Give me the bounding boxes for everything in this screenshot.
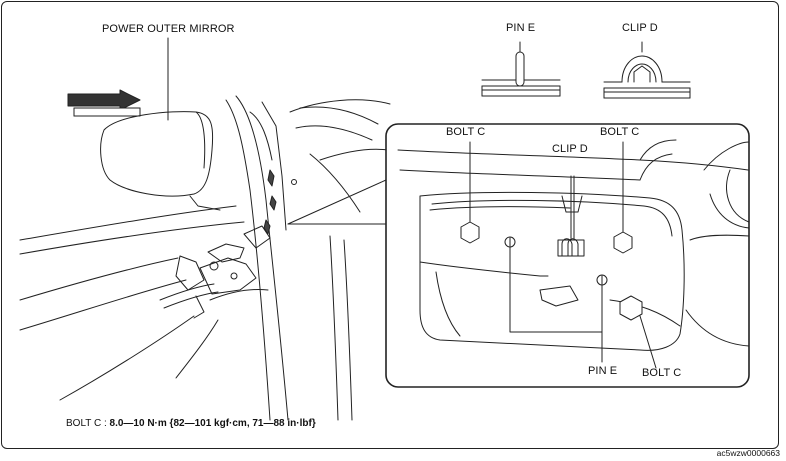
front-arrow-icon bbox=[67, 89, 141, 117]
label-clip-d-detail: CLIP D bbox=[552, 143, 588, 155]
label-power-outer-mirror: POWER OUTER MIRROR bbox=[102, 23, 235, 35]
detail-panel-contours bbox=[397, 139, 750, 351]
power-outer-mirror bbox=[100, 111, 221, 211]
torque-prefix: BOLT C : bbox=[66, 418, 110, 429]
figure-code: ac5wzw0000663 bbox=[716, 448, 780, 458]
window-regulator bbox=[159, 225, 271, 319]
pin-e-illustration bbox=[481, 41, 561, 97]
label-clip-d-top: CLIP D bbox=[622, 22, 658, 34]
torque-spec: BOLT C : 8.0—10 N·m {82—101 kgf·cm, 71—8… bbox=[66, 418, 316, 429]
label-bolt-c-bottom: BOLT C bbox=[642, 367, 682, 379]
clip-d-detail-icon bbox=[557, 175, 585, 257]
bolt-c-right-icon bbox=[613, 141, 633, 254]
label-bolt-c-right: BOLT C bbox=[600, 126, 640, 138]
label-pin-e-top: PIN E bbox=[506, 22, 536, 34]
callout-leader-top bbox=[287, 179, 387, 225]
torque-value: 8.0—10 N·m {82—101 kgf·cm, 71—88 in·lbf} bbox=[109, 418, 316, 429]
clip-d-illustration bbox=[603, 41, 691, 99]
label-bolt-c-left: BOLT C bbox=[446, 126, 486, 138]
bolt-c-bottom-icon bbox=[619, 295, 657, 369]
figure-frame bbox=[1, 1, 779, 449]
pin-e-lower-icon bbox=[596, 274, 608, 363]
door-outline bbox=[19, 95, 391, 421]
label-pin-e-bottom: PIN E bbox=[588, 365, 618, 377]
pin-e-upper-icon bbox=[504, 236, 603, 333]
bolt-c-left-icon bbox=[460, 141, 480, 244]
